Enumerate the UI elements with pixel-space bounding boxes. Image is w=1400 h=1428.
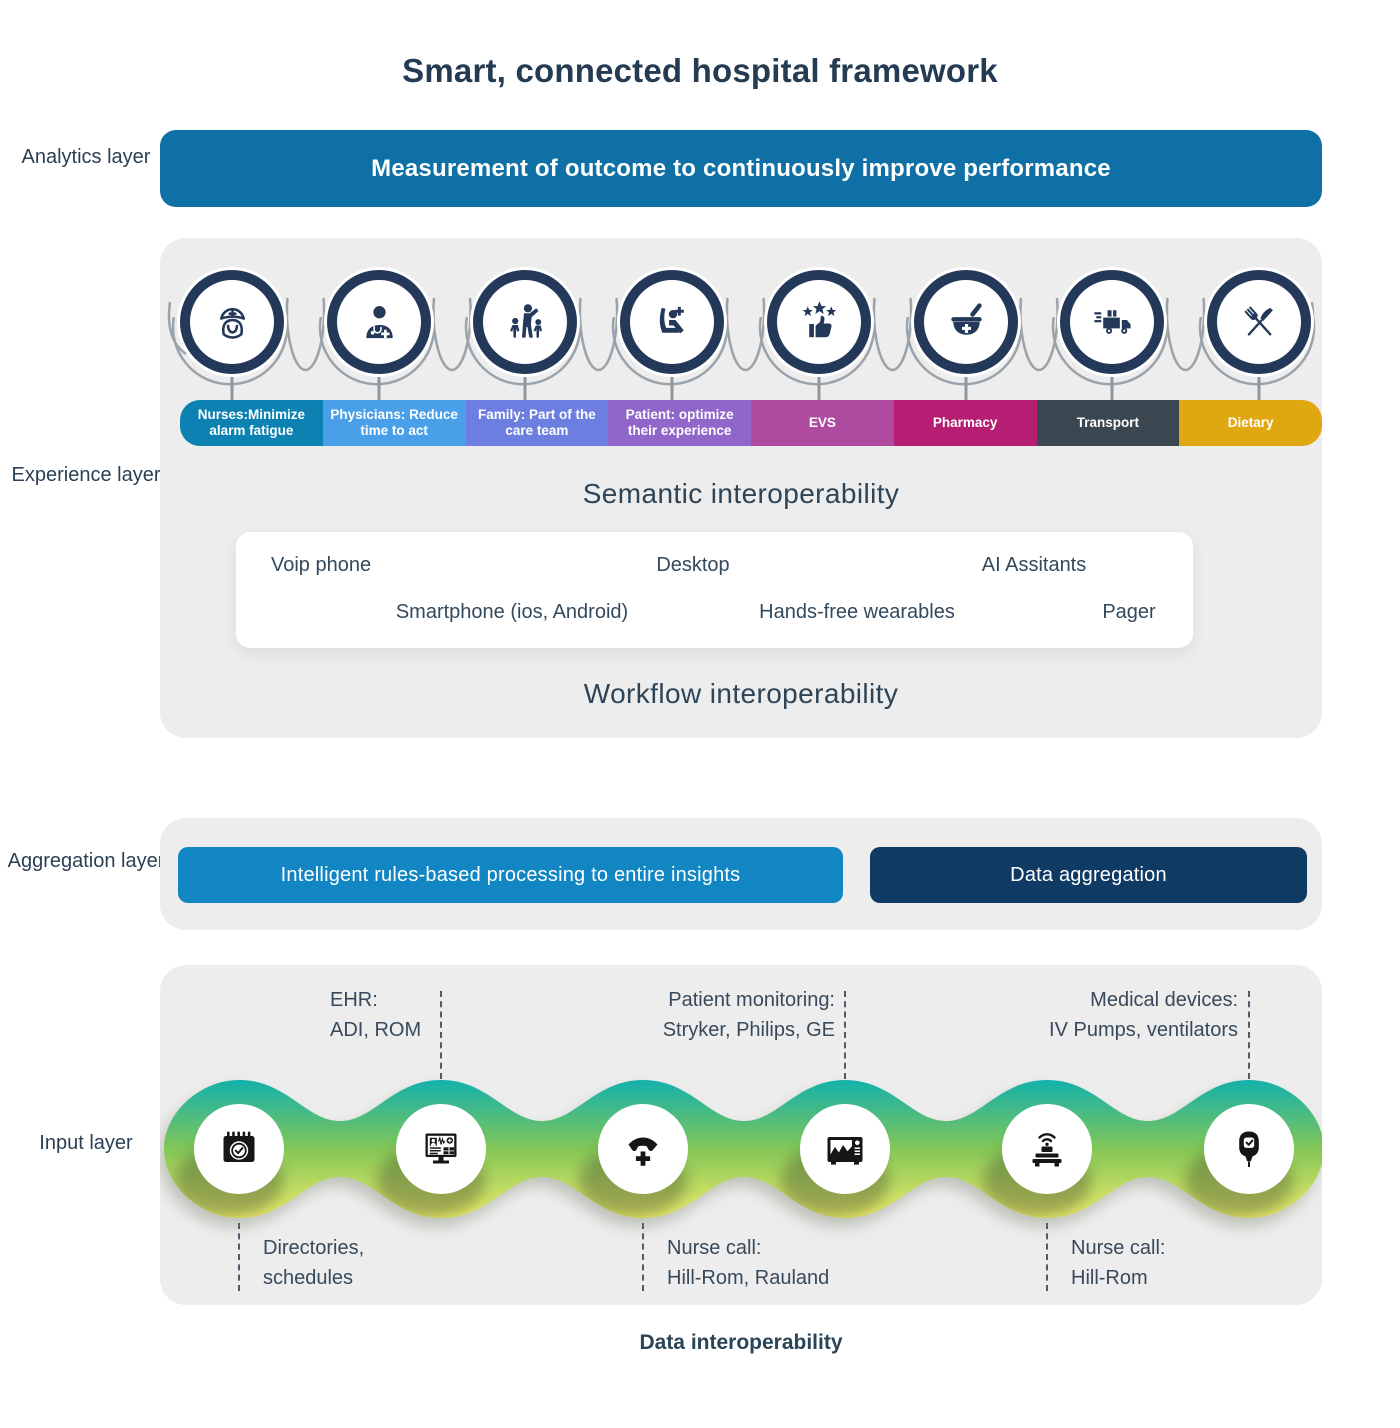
- input-node-nurse-call-2: [1002, 1104, 1092, 1194]
- dotted-connector: [1046, 1223, 1048, 1291]
- role-segment-pharmacy: Pharmacy: [893, 400, 1037, 446]
- device-voip-phone: Voip phone: [271, 554, 372, 576]
- transport-truck-icon: [1093, 309, 1131, 334]
- source-label-medical-devices: Medical devices: IV Pumps, ventilators: [1049, 989, 1238, 1041]
- dotted-connector: [642, 1223, 644, 1291]
- input-node-ehr: [396, 1104, 486, 1194]
- device-desktop: Desktop: [656, 554, 730, 576]
- family-icon: [509, 303, 542, 338]
- dotted-connector: [238, 1223, 240, 1291]
- device-smartphone: Smartphone (ios, Android): [395, 601, 629, 623]
- role-segment-transport: Transport: [1036, 400, 1180, 446]
- semantic-interoperability-heading: Semantic interoperability: [582, 478, 900, 509]
- aggregation-layer-panel: Intelligent rules-based processing to en…: [160, 818, 1322, 930]
- data-aggregation-pill: Data aggregation: [870, 847, 1307, 903]
- role-label-bar: Nurses:Minimize alarm fatigue Physicians…: [180, 400, 1322, 446]
- ehr-monitor-icon: [425, 1133, 457, 1164]
- role-node-family: [473, 270, 577, 374]
- patient-icon: [659, 306, 684, 333]
- dotted-connector: [440, 991, 442, 1079]
- experience-layer-panel: Nurses:Minimize alarm fatigue Physicians…: [160, 238, 1322, 738]
- page-title: Smart, connected hospital framework: [402, 52, 998, 89]
- input-node-directories: [194, 1104, 284, 1194]
- data-interoperability-heading: Data interoperability: [639, 1331, 843, 1354]
- analytics-banner: Measurement of outcome to continuously i…: [160, 130, 1322, 207]
- device-ai-assistants: AI Assitants: [981, 554, 1087, 576]
- role-node-nurses: [180, 270, 284, 374]
- role-connector-lines: [167, 297, 1316, 401]
- nurse-icon: [219, 307, 245, 339]
- input-layer-label: Input layer: [39, 1132, 133, 1154]
- evs-stars-thumb-icon: [802, 300, 836, 337]
- device-pager: Pager: [1102, 601, 1156, 623]
- pharmacy-mortar-icon: [950, 302, 982, 335]
- dotted-connector: [1248, 991, 1250, 1079]
- source-label-nurse-call-hillrom: Nurse call: Hill-Rom: [1071, 1237, 1166, 1289]
- dotted-connector: [844, 991, 846, 1079]
- role-node-physicians: [327, 270, 431, 374]
- devices-panel: Voip phone Desktop AI Assitants Smartpho…: [236, 532, 1193, 648]
- device-handsfree-wearables: Hands-free wearables: [759, 601, 955, 623]
- rules-processing-pill: Intelligent rules-based processing to en…: [178, 847, 843, 903]
- role-segment-evs: EVS: [751, 400, 894, 446]
- experience-layer-label: Experience layer: [11, 464, 161, 486]
- workflow-interoperability-heading: Workflow interoperability: [583, 678, 899, 709]
- input-node-patient-monitoring: [800, 1104, 890, 1194]
- analytics-layer-label: Analytics layer: [21, 146, 151, 168]
- dietary-cutlery-icon: [1243, 305, 1273, 336]
- role-node-dietary: [1207, 270, 1311, 374]
- role-node-patient: [620, 270, 724, 374]
- medical-device-icon: [1239, 1131, 1259, 1167]
- role-node-evs: [767, 270, 871, 374]
- source-label-nurse-call-rauland: Nurse call: Hill-Rom, Rauland: [667, 1237, 830, 1289]
- role-segment-dietary: Dietary: [1179, 400, 1322, 446]
- source-label-directories: Directories, schedules: [263, 1237, 365, 1289]
- analytics-banner-text: Measurement of outcome to continuously i…: [371, 154, 1111, 182]
- input-node-nurse-call-1: [598, 1104, 688, 1194]
- patient-monitor-icon: [827, 1137, 863, 1165]
- calendar-check-icon: [223, 1131, 255, 1162]
- role-node-transport: [1060, 270, 1164, 374]
- source-label-ehr: EHR: ADI, ROM: [330, 989, 422, 1041]
- role-segment-nurses: Nurses:Minimize alarm fatigue: [180, 400, 323, 446]
- input-node-medical-devices: [1204, 1104, 1294, 1194]
- role-node-pharmacy: [914, 270, 1018, 374]
- physician-icon: [365, 305, 393, 338]
- role-segment-physicians: Physicians: Reduce time to act: [322, 400, 466, 446]
- role-segment-patient: Patient: optimize their experience: [608, 400, 751, 446]
- aggregation-layer-label: Aggregation layer: [7, 850, 165, 872]
- role-segment-family: Family: Part of the care team: [465, 400, 609, 446]
- input-layer-panel: EHR: ADI, ROM Patient monitoring: Stryke…: [160, 965, 1322, 1305]
- smart-bed-icon: [1032, 1133, 1062, 1167]
- nurse-call-phone-icon: [628, 1137, 658, 1166]
- source-label-patient-monitoring: Patient monitoring: Stryker, Philips, GE: [662, 989, 835, 1041]
